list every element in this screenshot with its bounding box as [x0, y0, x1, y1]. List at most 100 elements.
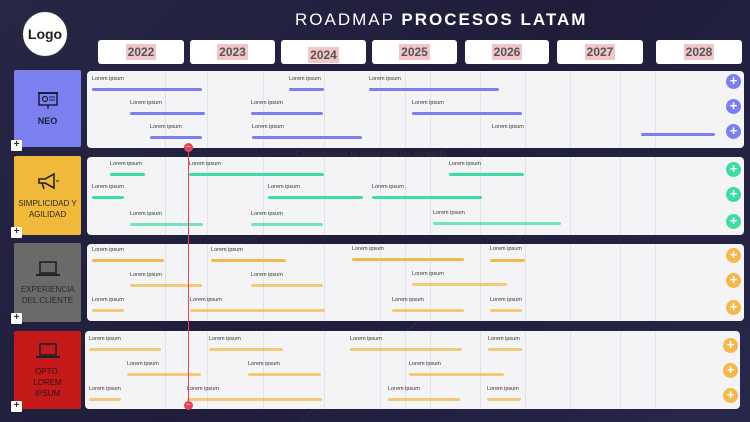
task-label[interactable]: Lorem ipsum — [392, 297, 424, 303]
task-bar[interactable] — [412, 283, 507, 286]
add-task-button[interactable]: + — [726, 162, 741, 177]
expand-neo-button[interactable]: + — [11, 140, 22, 151]
task-label[interactable]: Lorem ipsum — [492, 124, 524, 130]
task-bar[interactable] — [130, 112, 205, 115]
task-bar[interactable] — [352, 258, 464, 261]
task-label[interactable]: Lorem ipsum — [412, 100, 444, 106]
task-label[interactable]: Lorem ipsum — [92, 184, 124, 190]
add-task-button[interactable]: + — [726, 74, 741, 89]
task-label[interactable]: Lorem ipsum — [488, 336, 520, 342]
task-bar[interactable] — [89, 348, 161, 351]
task-label[interactable]: Lorem ipsum — [130, 272, 162, 278]
add-task-button[interactable]: + — [723, 338, 738, 353]
task-bar[interactable] — [92, 259, 164, 262]
expand-agilidad-button[interactable]: + — [11, 227, 22, 238]
add-task-button[interactable]: + — [726, 214, 741, 229]
today-marker-bottom[interactable]: – — [184, 401, 193, 410]
task-bar[interactable] — [372, 196, 482, 199]
today-marker-top[interactable]: – — [184, 143, 193, 152]
add-task-button[interactable]: + — [726, 124, 741, 139]
task-label[interactable]: Lorem ipsum — [352, 246, 384, 252]
add-task-button[interactable]: + — [726, 273, 741, 288]
task-bar[interactable] — [488, 348, 522, 351]
task-bar[interactable] — [150, 136, 202, 139]
task-label[interactable]: Lorem ipsum — [268, 184, 300, 190]
task-label[interactable]: Lorem ipsum — [289, 76, 321, 82]
task-bar[interactable] — [350, 348, 462, 351]
task-bar[interactable] — [251, 112, 323, 115]
task-label[interactable]: Lorem ipsum — [150, 124, 182, 130]
task-bar[interactable] — [433, 222, 561, 225]
add-task-button[interactable]: + — [723, 363, 738, 378]
category-opto[interactable]: OPTO. LOREM IPSUM — [14, 331, 81, 409]
task-bar[interactable] — [127, 373, 201, 376]
add-task-button[interactable]: + — [726, 187, 741, 202]
task-label[interactable]: Lorem ipsum — [92, 247, 124, 253]
add-task-button[interactable]: + — [726, 248, 741, 263]
expand-cliente-button[interactable]: + — [11, 313, 22, 324]
task-bar[interactable] — [187, 398, 322, 401]
task-label[interactable]: Lorem ipsum — [487, 386, 519, 392]
add-task-button[interactable]: + — [726, 300, 741, 315]
task-label[interactable]: Lorem ipsum — [251, 272, 283, 278]
task-label[interactable]: Lorem ipsum — [127, 361, 159, 367]
task-bar[interactable] — [412, 112, 522, 115]
task-bar[interactable] — [189, 173, 324, 176]
task-bar[interactable] — [130, 284, 202, 287]
task-bar[interactable] — [641, 133, 715, 136]
task-bar[interactable] — [490, 259, 525, 262]
task-bar[interactable] — [487, 398, 521, 401]
task-label[interactable]: Lorem ipsum — [110, 161, 142, 167]
task-bar[interactable] — [251, 223, 323, 226]
task-bar[interactable] — [89, 398, 121, 401]
task-bar[interactable] — [211, 259, 286, 262]
task-bar[interactable] — [409, 373, 504, 376]
task-label[interactable]: Lorem ipsum — [209, 336, 241, 342]
task-bar[interactable] — [490, 309, 522, 312]
task-bar[interactable] — [392, 309, 464, 312]
task-label[interactable]: Lorem ipsum — [433, 210, 465, 216]
expand-opto-button[interactable]: + — [11, 401, 22, 412]
task-label[interactable]: Lorem ipsum — [89, 386, 121, 392]
task-label[interactable]: Lorem ipsum — [189, 161, 221, 167]
task-label[interactable]: Lorem ipsum — [409, 361, 441, 367]
task-bar[interactable] — [92, 88, 202, 91]
task-label[interactable]: Lorem ipsum — [130, 211, 162, 217]
task-label[interactable]: Lorem ipsum — [350, 336, 382, 342]
task-bar[interactable] — [92, 196, 124, 199]
task-label[interactable]: Lorem ipsum — [187, 386, 219, 392]
task-bar[interactable] — [190, 309, 325, 312]
task-bar[interactable] — [449, 173, 524, 176]
task-bar[interactable] — [252, 136, 362, 139]
add-task-button[interactable]: + — [726, 99, 741, 114]
task-bar[interactable] — [369, 88, 499, 91]
task-label[interactable]: Lorem ipsum — [211, 247, 243, 253]
task-label[interactable]: Lorem ipsum — [412, 271, 444, 277]
task-bar[interactable] — [248, 373, 321, 376]
category-neo[interactable]: NEO — [14, 70, 81, 147]
task-bar[interactable] — [289, 88, 324, 91]
task-label[interactable]: Lorem ipsum — [449, 161, 481, 167]
task-bar[interactable] — [110, 173, 145, 176]
task-label[interactable]: Lorem ipsum — [251, 100, 283, 106]
task-label[interactable]: Lorem ipsum — [92, 76, 124, 82]
task-label[interactable]: Lorem ipsum — [252, 124, 284, 130]
task-label[interactable]: Lorem ipsum — [388, 386, 420, 392]
task-label[interactable]: Lorem ipsum — [89, 336, 121, 342]
task-label[interactable]: Lorem ipsum — [130, 100, 162, 106]
task-bar[interactable] — [251, 284, 323, 287]
task-label[interactable]: Lorem ipsum — [369, 76, 401, 82]
category-agilidad[interactable]: SIMPLICIDAD Y AGILIDAD — [14, 156, 81, 235]
task-bar[interactable] — [92, 309, 124, 312]
task-label[interactable]: Lorem ipsum — [251, 211, 283, 217]
category-cliente[interactable]: EXPERIENCIA DEL CLIENTE — [14, 243, 81, 322]
task-label[interactable]: Lorem ipsum — [248, 361, 280, 367]
task-bar[interactable] — [388, 398, 460, 401]
add-task-button[interactable]: + — [723, 388, 738, 403]
task-bar[interactable] — [130, 223, 203, 226]
task-label[interactable]: Lorem ipsum — [372, 184, 404, 190]
task-label[interactable]: Lorem ipsum — [490, 246, 522, 252]
task-label[interactable]: Lorem ipsum — [490, 297, 522, 303]
task-label[interactable]: Lorem ipsum — [92, 297, 124, 303]
task-label[interactable]: Lorem ipsum — [190, 297, 222, 303]
